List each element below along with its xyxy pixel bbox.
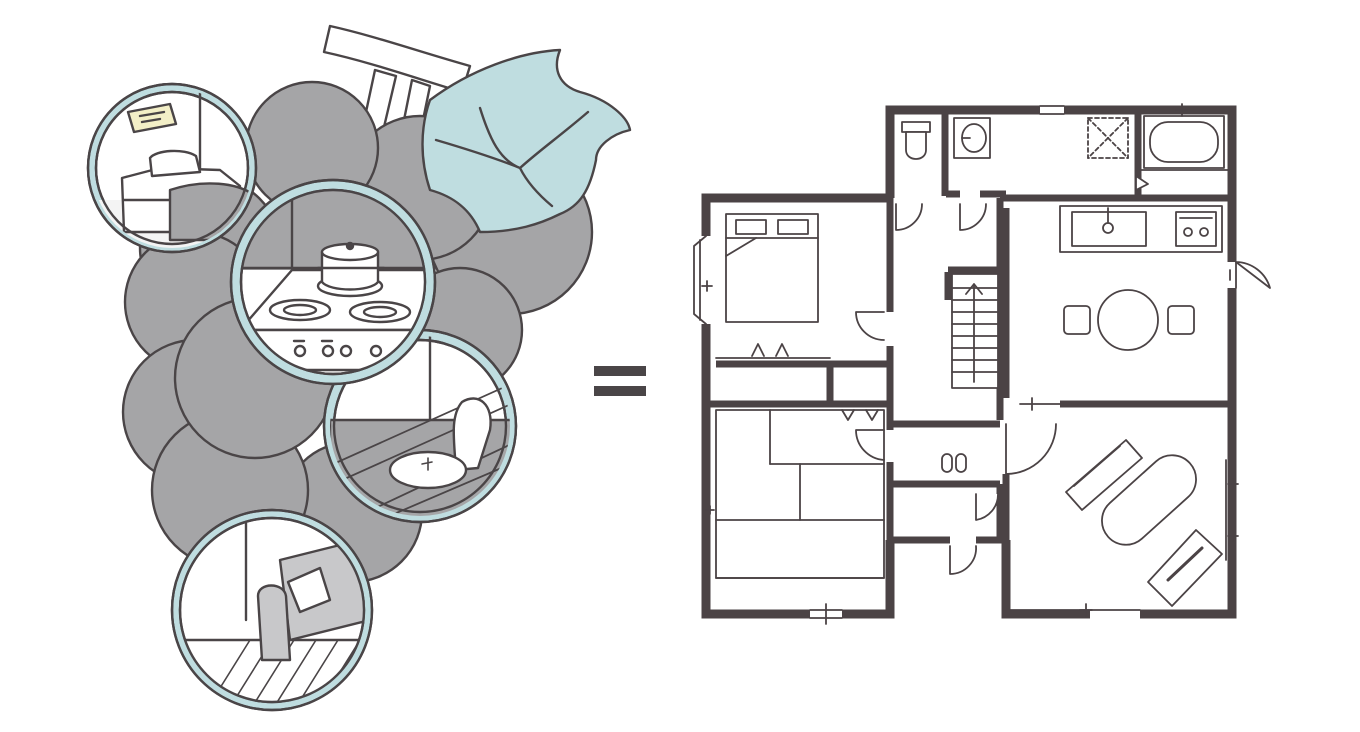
grape-leaf xyxy=(421,48,632,234)
shower-icon xyxy=(1087,117,1129,159)
floor-plan xyxy=(693,103,1271,625)
washbasin-icon xyxy=(953,117,991,159)
scene-kitchen-bubble xyxy=(229,178,437,386)
bed-icon xyxy=(725,213,819,323)
fixtures xyxy=(693,103,1271,625)
slippers-icon xyxy=(941,453,967,473)
living-sofa xyxy=(1065,439,1143,511)
toilet-icon xyxy=(901,121,931,160)
grape-cluster xyxy=(86,24,632,712)
bathtub-icon xyxy=(1143,115,1225,169)
staircase xyxy=(951,273,999,389)
kitchen-counter xyxy=(1059,205,1223,253)
scene-deck-bubble xyxy=(322,328,518,524)
living-rug xyxy=(1101,454,1197,546)
dining-table xyxy=(1063,289,1195,351)
tatami-mats xyxy=(715,409,885,579)
interior-walls xyxy=(706,110,1232,544)
tv-stand xyxy=(1147,529,1223,607)
equals-sign xyxy=(594,366,646,396)
